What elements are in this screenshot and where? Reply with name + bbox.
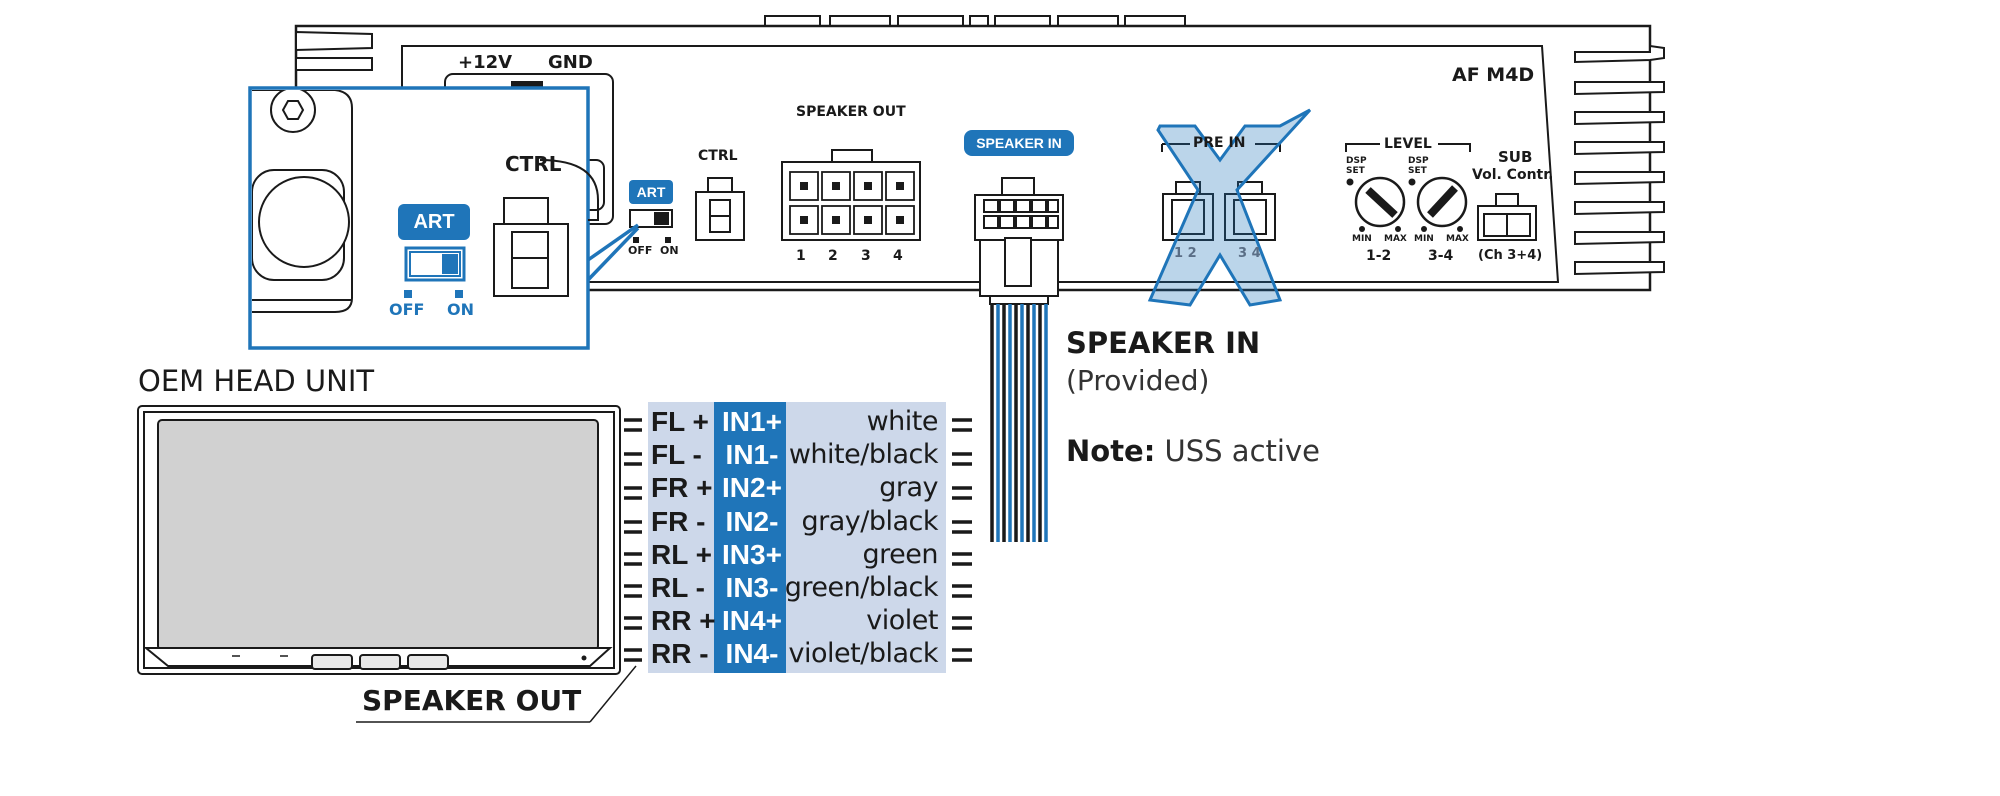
pre-in-not-used-cross-icon: [1147, 108, 1312, 307]
head-unit-wire-stubs: [624, 418, 642, 662]
wiring-channel: FL -: [651, 439, 702, 471]
wiring-wire-color: white: [866, 406, 939, 437]
speaker-in-tag: SPEAKER IN: [964, 130, 1074, 156]
level-channels-1-2: 1-2: [1366, 248, 1392, 264]
harness-wire-stubs: [952, 418, 972, 662]
wiring-row: RR - IN4- violet/black: [648, 637, 946, 670]
wiring-wire-color: gray/black: [801, 505, 938, 537]
harness-wires: [990, 304, 1048, 542]
wiring-input: IN1-: [725, 439, 779, 471]
wiring-row: FR - IN2- gray/black: [648, 505, 946, 538]
zoom-on-label: ON: [447, 300, 474, 319]
zoom-callout-lines: [586, 223, 640, 282]
pre-in-connectors: [1161, 143, 1281, 241]
wiring-input: IN2+: [722, 472, 782, 504]
wiring-row: RR +IN4+ violet: [648, 604, 946, 637]
wiring-row: RL - IN3-green/black: [648, 571, 946, 604]
level-label: LEVEL: [1384, 136, 1432, 152]
dsp-set-label-2: DSP SET: [1408, 156, 1429, 176]
ctrl-connector-small: [695, 177, 745, 241]
wiring-channel: RL +: [651, 538, 712, 570]
zoom-off-label: OFF: [389, 300, 425, 319]
knob-1-min: MIN: [1352, 234, 1372, 244]
wiring-row: FR + IN2+ gray: [648, 471, 946, 504]
sub-channels-label: (Ch 3+4): [1478, 248, 1543, 263]
speaker-out-num-2: 2: [828, 248, 838, 264]
pre-in-num-1-2: 1 2: [1174, 246, 1197, 261]
art-tag-small: ART: [629, 180, 673, 204]
wiring-mapping-panel: [648, 402, 946, 673]
wiring-input-column: [714, 402, 786, 673]
pre-in-label: PRE IN: [1193, 135, 1246, 151]
speaker-out-num-4: 4: [893, 248, 903, 264]
harness-note: Note: USS active: [1066, 434, 1320, 468]
zoom-ctrl-label: CTRL: [505, 152, 562, 176]
heatsink-fins-left: [295, 30, 373, 71]
wiring-channel: RR +: [651, 605, 716, 637]
dsp-set-label-1: DSP SET: [1346, 156, 1367, 176]
sub-vol-label: Vol. Contr.: [1472, 167, 1554, 183]
power-12v-label: +12V: [458, 52, 513, 73]
wiring-channel: RR -: [651, 638, 709, 670]
speaker-out-leader: [356, 665, 637, 723]
speaker-in-connector: [974, 177, 1064, 305]
sub-vol-connector: [1477, 193, 1537, 241]
wiring-wire-color: green: [862, 538, 939, 570]
amp-model-label: AF M4D: [1452, 64, 1535, 86]
harness-title: SPEAKER IN: [1066, 326, 1261, 360]
art-off-small: OFF: [628, 244, 653, 257]
knob-1-max: MAX: [1384, 234, 1407, 244]
art-switch-small: [629, 209, 673, 243]
wiring-channel: RL -: [651, 572, 705, 603]
wiring-input: IN4-: [725, 638, 779, 670]
speaker-out-num-3: 3: [861, 248, 871, 264]
oem-head-unit: [137, 405, 621, 675]
wiring-wire-color: gray: [879, 472, 938, 504]
zoom-inset: [248, 86, 599, 350]
wiring-input: IN2-: [725, 505, 779, 537]
head-unit-speaker-out: SPEAKER OUT: [362, 684, 582, 717]
wiring-input: IN1+: [722, 406, 782, 437]
note-label: Note:: [1066, 434, 1156, 468]
wiring-input: IN3+: [722, 538, 782, 570]
heatsink-fins-right: [1574, 44, 1665, 276]
wiring-channel: FR -: [651, 505, 706, 537]
wiring-row: FL - IN1- white/black: [648, 438, 946, 471]
knob-2-max: MAX: [1446, 234, 1469, 244]
wiring-wire-color: white/black: [788, 439, 939, 471]
ground-label: GND: [548, 52, 593, 73]
wiring-channel: FL +: [651, 406, 709, 437]
wiring-wire-color: green/black: [784, 572, 939, 603]
wiring-row: RL + IN3+ green: [648, 538, 946, 571]
note-text: USS active: [1164, 434, 1320, 468]
speaker-out-connector: [781, 149, 921, 241]
level-knob-3-4: [1408, 176, 1468, 232]
sub-label: SUB: [1498, 148, 1533, 166]
art-on-small: ON: [660, 244, 679, 257]
zoom-art-tag: ART: [398, 204, 470, 240]
harness-subtitle: (Provided): [1066, 364, 1210, 397]
wiring-row: FL + IN1+ white: [648, 405, 946, 438]
level-channels-3-4: 3-4: [1428, 248, 1454, 264]
wiring-input: IN3-: [725, 572, 779, 603]
wiring-input: IN4+: [722, 605, 782, 637]
head-unit-title: OEM HEAD UNIT: [138, 364, 375, 398]
wiring-wire-color: violet/black: [788, 638, 939, 670]
speaker-out-num-1: 1: [796, 248, 806, 264]
level-bracket: [1345, 143, 1471, 152]
ctrl-label-small: CTRL: [698, 148, 738, 164]
wiring-wire-color: violet: [866, 605, 938, 637]
amp-top-tabs: [764, 15, 1186, 27]
level-knob-1-2: [1346, 176, 1406, 232]
speaker-out-amp-label: SPEAKER OUT: [796, 104, 906, 120]
wiring-channel: FR +: [651, 472, 713, 504]
pre-in-num-3-4: 3 4: [1238, 246, 1261, 261]
knob-2-min: MIN: [1414, 234, 1434, 244]
